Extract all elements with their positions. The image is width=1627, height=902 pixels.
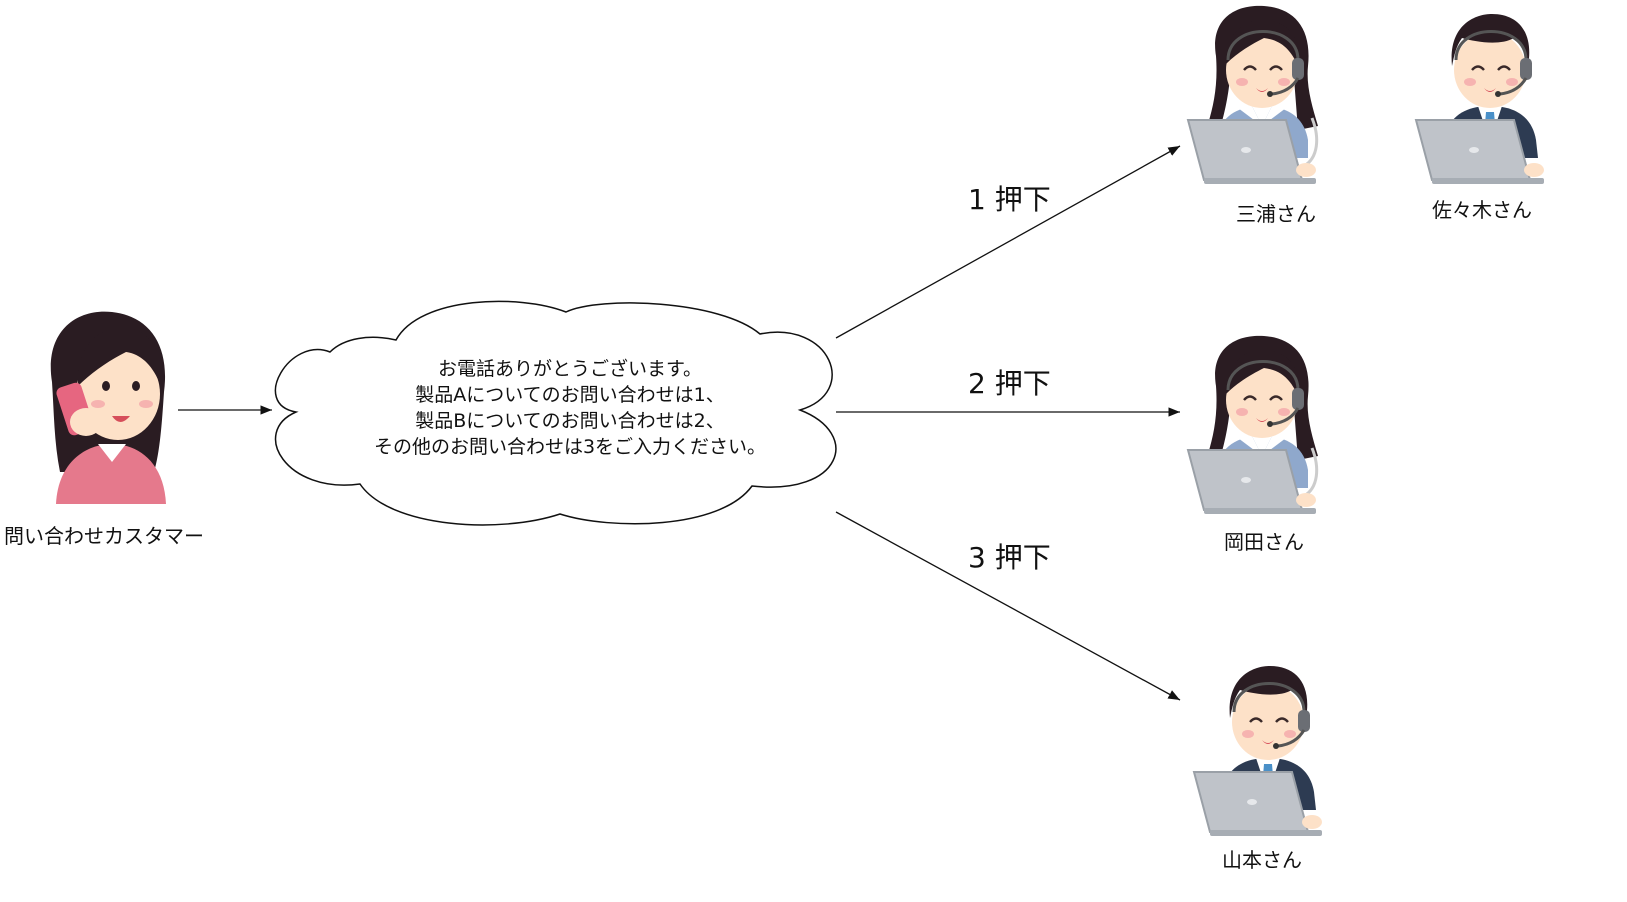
cloud-line: お電話ありがとうございます。: [437, 358, 703, 380]
edge-3-label: 3 押下: [968, 541, 1051, 574]
operator-okada-illustration-icon: [1186, 334, 1320, 516]
operator-sasaki-illustration-icon: [1414, 12, 1546, 186]
cloud-line: その他のお問い合わせは3をご入力ください。: [373, 436, 767, 458]
operator-yamamoto-illustration-icon: [1192, 664, 1324, 838]
cloud-message: お電話ありがとうございます。 製品Aについてのお問い合わせは1、 製品Bについて…: [300, 356, 840, 460]
edge-2-label: 2 押下: [968, 367, 1051, 400]
cloud-line: 製品Aについてのお問い合わせは1、: [415, 384, 725, 406]
operator-okada-label: 岡田さん: [1224, 530, 1304, 554]
edge-3-arrow: [835, 511, 1181, 701]
operator-miura-label: 三浦さん: [1236, 202, 1316, 226]
speech-cloud: [274, 300, 837, 526]
operator-yamamoto-label: 山本さん: [1222, 848, 1302, 872]
operator-sasaki-label: 佐々木さん: [1432, 198, 1532, 222]
edge-1-label: 1 押下: [968, 183, 1051, 216]
customer-illustration-icon: [50, 311, 166, 504]
edge-1-arrow: [835, 145, 1181, 339]
operator-miura-illustration-icon: [1186, 4, 1320, 186]
customer-label: 問い合わせカスタマー: [4, 524, 204, 548]
cloud-line: 製品Bについてのお問い合わせは2、: [415, 410, 725, 432]
